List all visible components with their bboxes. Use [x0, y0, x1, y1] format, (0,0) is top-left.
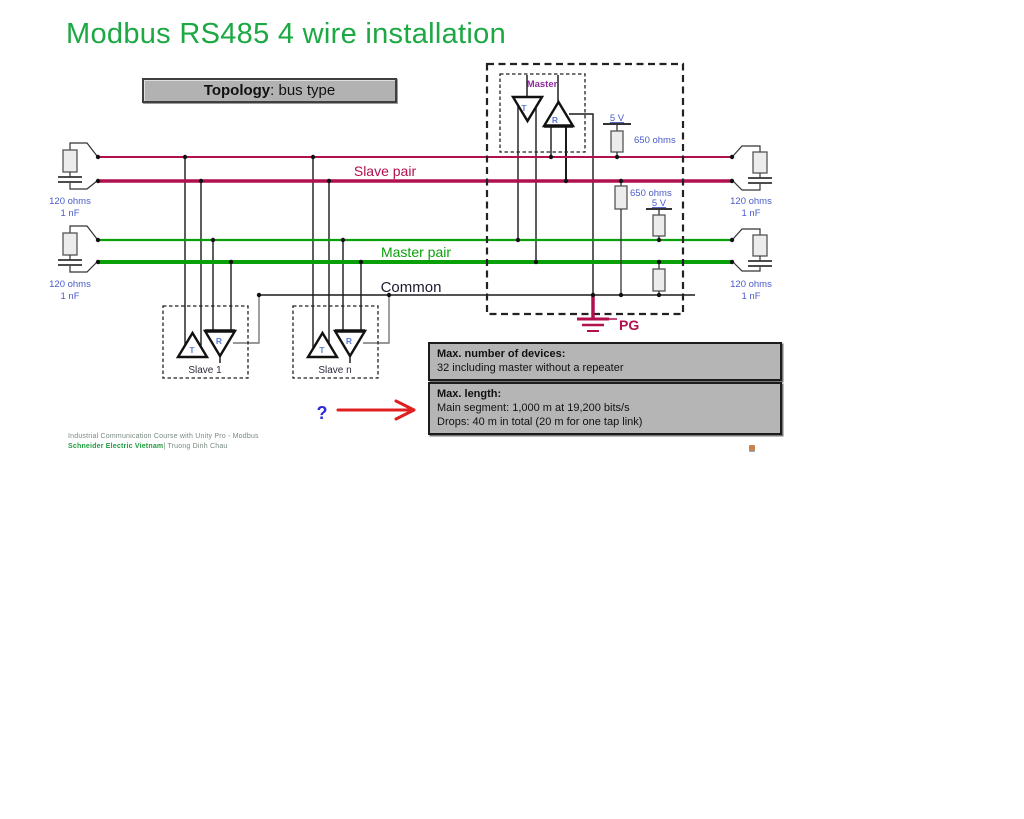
slaven-label: Slave n [318, 365, 351, 376]
topology-label-rest: : bus type [270, 82, 336, 99]
slaven-common-elbow [363, 295, 390, 344]
master-t-label: T [521, 103, 527, 113]
terminator-left-master [58, 225, 98, 273]
junction-dots [95, 154, 735, 298]
slave1-device-box [162, 305, 249, 379]
slaven-transmitter-icon [305, 330, 340, 359]
v5-label-1: 5 V [610, 113, 625, 124]
slave1-label: Slave 1 [188, 365, 222, 376]
master-transmitter-icon [510, 95, 545, 124]
master-common-elbow [569, 113, 594, 295]
max-devices-title: Max. number of devices: [437, 348, 566, 360]
bias-650-label-2: 650 ohms [630, 188, 672, 199]
max-length-title: Max. length: [437, 388, 502, 400]
max-devices-value: 32 including master without a repeater [437, 362, 624, 375]
max-length-drops: Drops: 40 m in total (20 m for one tap l… [437, 416, 643, 429]
master-station-box [485, 62, 685, 316]
term-c-right-slave: 1 nF [741, 208, 760, 219]
common-label: Common [381, 279, 442, 296]
footer-author: | Truong Dinh Chau [163, 443, 228, 450]
term-c-left-slave: 1 nF [60, 208, 79, 219]
bias-650-label-1: 650 ohms [634, 135, 676, 146]
term-r-right-master: 120 ohms [730, 279, 772, 290]
slave1-r-label: R [216, 336, 222, 346]
question-mark: ? [317, 403, 328, 423]
bias-resistor-3 [652, 214, 666, 237]
slaven-r-label: R [346, 336, 352, 346]
master-label: Master [527, 79, 558, 90]
term-c-left-master: 1 nF [60, 291, 79, 302]
slaven-t-label: T [319, 345, 325, 355]
pg-ground-icon [577, 295, 617, 332]
slave1-t-label: T [189, 345, 195, 355]
slave-pair-label: Slave pair [354, 163, 417, 179]
bias-resistor-2 [614, 185, 628, 210]
footer-author-line: Schneider Electric Vietnam| Truong Dinh … [68, 443, 228, 450]
terminator-left-slave [58, 142, 98, 190]
bias-resistor-1 [610, 130, 624, 153]
master-receiver-icon [541, 99, 576, 128]
topology-box: Topology: bus type [142, 78, 397, 103]
term-c-right-master: 1 nF [741, 291, 760, 302]
bias-network [603, 123, 672, 295]
tap-lines [184, 99, 594, 352]
master-device-box [499, 73, 586, 153]
slaven-device-box [292, 305, 379, 379]
v5-label-2: 5 V [652, 198, 667, 209]
term-r-left-master: 120 ohms [49, 279, 91, 290]
topology-label-bold: Topology [203, 82, 271, 99]
slave1-common-elbow [233, 295, 260, 344]
master-pair-label: Master pair [381, 244, 451, 260]
pg-label: PG [619, 317, 639, 333]
master-r-label: R [552, 115, 558, 125]
terminator-right-slave [732, 145, 772, 191]
slave1-transmitter-icon [175, 330, 210, 359]
slide-logo-mark [749, 445, 755, 451]
footer-brand: Schneider Electric Vietnam [68, 443, 164, 450]
max-length-box: Max. length: Main segment: 1,000 m at 19… [428, 382, 782, 436]
term-r-left-slave: 120 ohms [49, 196, 91, 207]
max-devices-box: Max. number of devices: 32 including mas… [428, 342, 782, 382]
page-title: Modbus RS485 4 wire installation [66, 18, 506, 50]
max-length-main-segment: Main segment: 1,000 m at 19,200 bits/s [437, 402, 630, 415]
terminator-right-master [732, 228, 772, 272]
annotation-arrow [336, 399, 416, 421]
transceivers [175, 75, 576, 363]
term-r-right-slave: 120 ohms [730, 196, 772, 207]
footer-course-line: Industrial Communication Course with Uni… [68, 433, 259, 440]
bias-resistor-4 [652, 268, 666, 292]
